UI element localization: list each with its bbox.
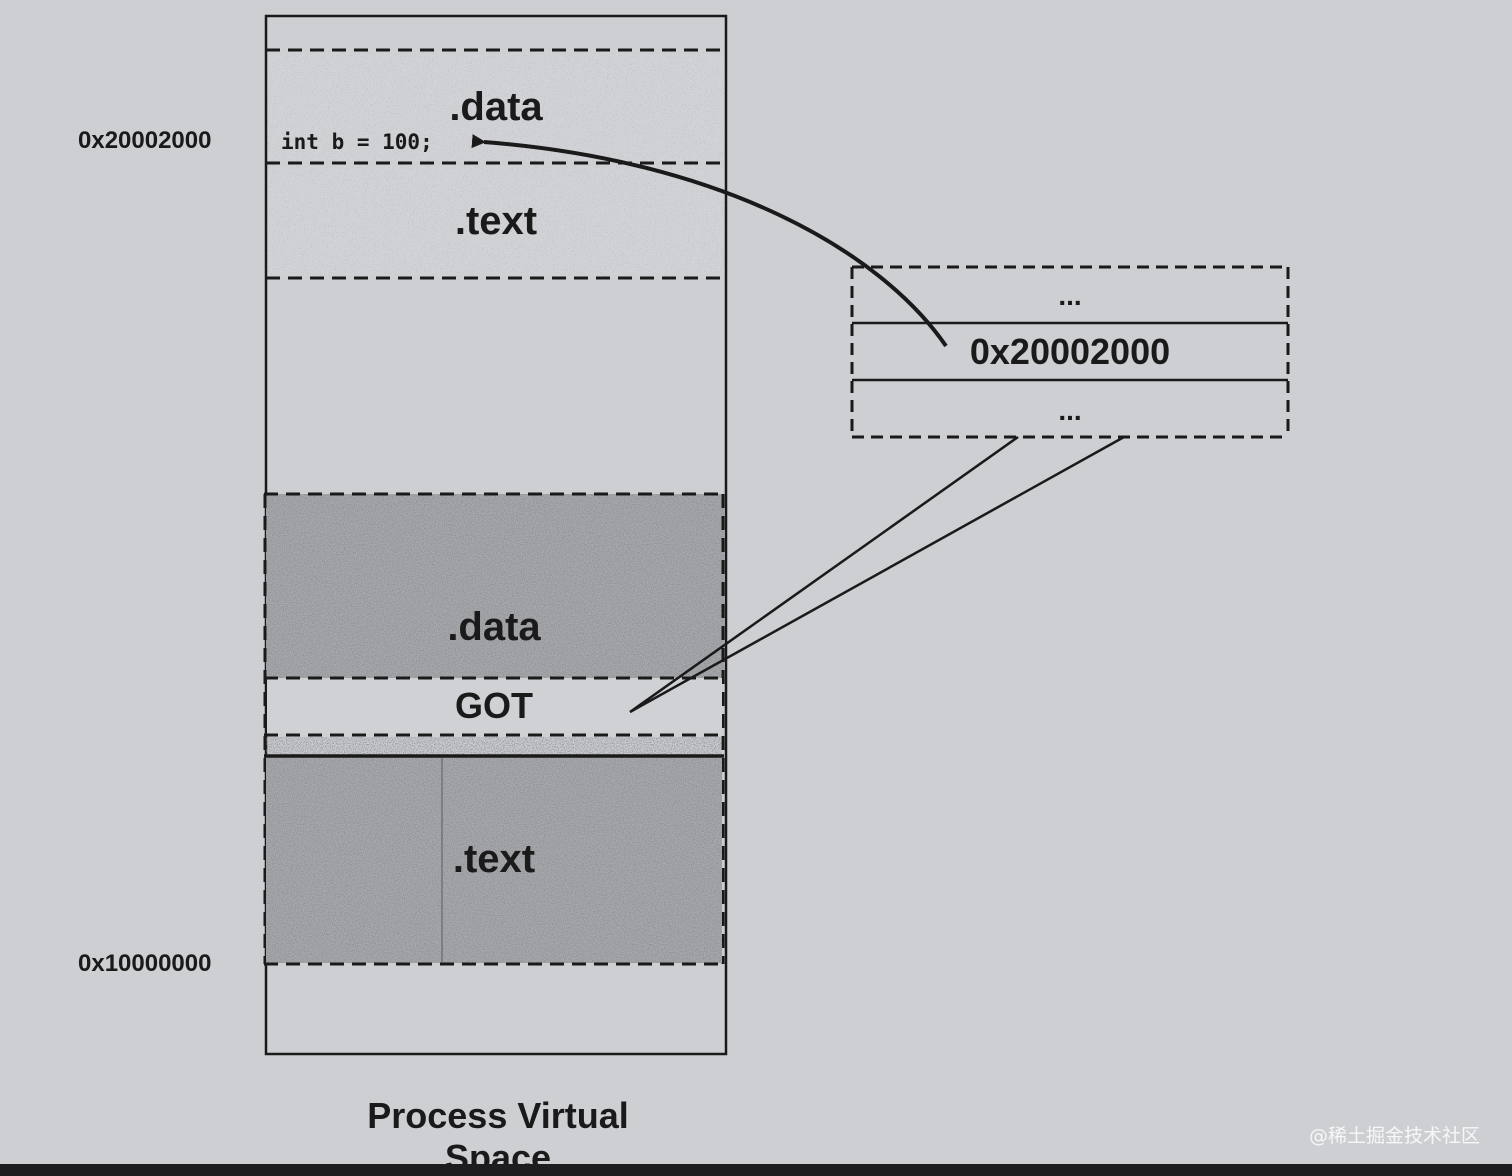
got-label: GOT [455, 685, 533, 726]
lower-text-label: .text [453, 837, 535, 881]
projection-line-upper [629, 435, 1019, 714]
upper-data-segment: .data int b = 100; [266, 48, 726, 165]
lower-data-segment: .data [263, 492, 725, 964]
caption-line-1: Process Virtual [367, 1095, 628, 1136]
got-table-top-ellipsis: ... [1058, 280, 1081, 311]
got-table-entry: 0x20002000 [970, 331, 1170, 372]
address-label-upper: 0x20002000 [78, 127, 211, 154]
got-segment: GOT [264, 676, 724, 737]
watermark: @稀土掘金技术社区 [1309, 1125, 1480, 1147]
upper-text-label: .text [455, 199, 537, 243]
lower-text-segment: .text [264, 754, 724, 966]
reference-arrow [471, 134, 948, 348]
upper-text-segment: .text [266, 165, 726, 280]
address-label-lower: 0x10000000 [78, 950, 211, 977]
code-snippet-label: int b = 100; [281, 130, 433, 154]
upper-data-label: .data [449, 85, 543, 129]
bottom-bar [0, 1164, 1512, 1176]
projection-line-lower [629, 435, 1125, 714]
got-table: ... 0x20002000 ... [850, 265, 1290, 439]
got-table-bottom-ellipsis: ... [1058, 395, 1081, 426]
lower-data-label: .data [447, 605, 541, 649]
